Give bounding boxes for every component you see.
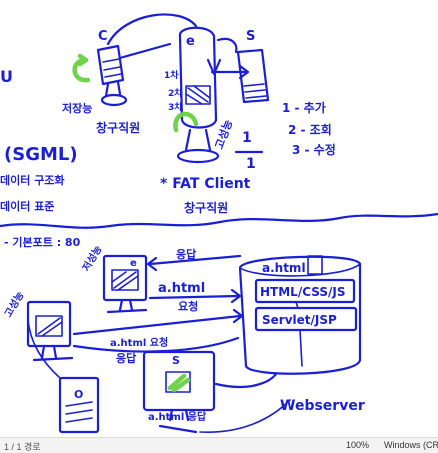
ahtml-response-label: a.html 응답	[148, 411, 207, 423]
webserver-label: Webserver	[280, 398, 365, 414]
webserver-box	[238, 255, 362, 375]
arrow-request-1-head	[230, 288, 242, 304]
node-s-label: S	[246, 29, 255, 44]
client-left-computer	[26, 300, 74, 362]
arrow-request-2	[72, 314, 242, 336]
save-left-label: 저장능	[62, 101, 92, 115]
server-tech-1-box	[254, 278, 356, 304]
pos-2-label: 2차	[168, 87, 183, 99]
node-s-bottom-label: S	[172, 354, 180, 367]
node-c-label: C	[98, 29, 108, 44]
server-file-label: a.html	[262, 261, 306, 275]
arrow-response-1-head	[146, 256, 158, 272]
arc-bottom	[199, 399, 291, 433]
arrow-c-e-mid	[118, 42, 172, 60]
sgml-label: (SGML)	[4, 144, 78, 165]
save-low-label: 저성능	[79, 243, 104, 273]
zoom-level[interactable]: 100%	[346, 440, 370, 450]
arrow-c-to-e	[106, 13, 198, 46]
green-loop-e	[173, 111, 199, 133]
client-e-computer	[102, 254, 148, 314]
data-standard-label: 데이터 표준	[0, 199, 54, 213]
server-file-icon	[307, 255, 323, 275]
node-e-label: e	[186, 34, 195, 49]
server-tech-2-box	[254, 306, 358, 332]
left-u-label: U	[0, 67, 13, 86]
status-left-text: 1 / 1 경로	[4, 442, 41, 452]
list-item-3: 3 - 수정	[292, 142, 336, 157]
port-label: - 기본포트 : 80	[4, 235, 81, 249]
server-inner-lines	[295, 301, 303, 367]
pos-3-label: 3차	[168, 101, 183, 113]
list-item-2: 2 - 조회	[288, 122, 332, 137]
whiteboard-canvas[interactable]: U C 저장능 창구직원 e 1차 2차 3차 고성능 1 1 S 1 - 추가…	[0, 0, 438, 437]
client-left-label: 창구직원	[96, 120, 140, 135]
pos-1-label: 1차	[164, 69, 179, 81]
client-mid-label: 창구직원	[184, 200, 228, 215]
high-perf-label: 고성능	[1, 289, 26, 319]
e-small-mark	[206, 58, 222, 76]
ahtml-request-2-label: a.html 요청	[110, 336, 168, 349]
client-o-computer	[58, 376, 100, 434]
arrow-response-1	[148, 254, 242, 266]
server-s-computer	[236, 48, 270, 104]
server-tech-2-label: Servlet/JSP	[262, 313, 337, 327]
status-bar: 1 / 1 경로 100% Windows (CRLF)	[0, 437, 438, 453]
ahtml-1-label: a.html	[158, 281, 205, 296]
client-c-computer	[96, 44, 128, 107]
data-structure-label: 데이터 구조화	[0, 173, 65, 187]
node-e-bottom-label: e	[130, 258, 137, 269]
fraction-denominator: 1	[246, 156, 256, 172]
wavy-divider	[0, 212, 438, 229]
arc-left	[27, 319, 61, 379]
server-tech-1-label: HTML/CSS/JS	[260, 285, 345, 299]
arrow-request-1	[148, 294, 240, 300]
response-1-label: 응답	[176, 247, 196, 261]
server-s-bottom-computer	[142, 350, 216, 422]
arrow-ahtml-response	[158, 424, 198, 434]
line-ending-indicator[interactable]: Windows (CRLF)	[384, 440, 438, 450]
green-arrow-c	[77, 53, 89, 67]
arrow-s-to-server	[214, 372, 278, 388]
arrow-e-s-head	[238, 64, 250, 80]
list-item-1: 1 - 추가	[282, 100, 326, 115]
fraction-numerator: 1	[242, 130, 252, 146]
server-e-computer	[176, 26, 220, 164]
fat-client-label: * FAT Client	[160, 176, 251, 192]
request-label: 요청	[178, 299, 198, 313]
arrow-e-s-top	[216, 37, 238, 54]
response-2-label: 응답	[116, 351, 136, 365]
node-o-label: O	[74, 388, 83, 401]
